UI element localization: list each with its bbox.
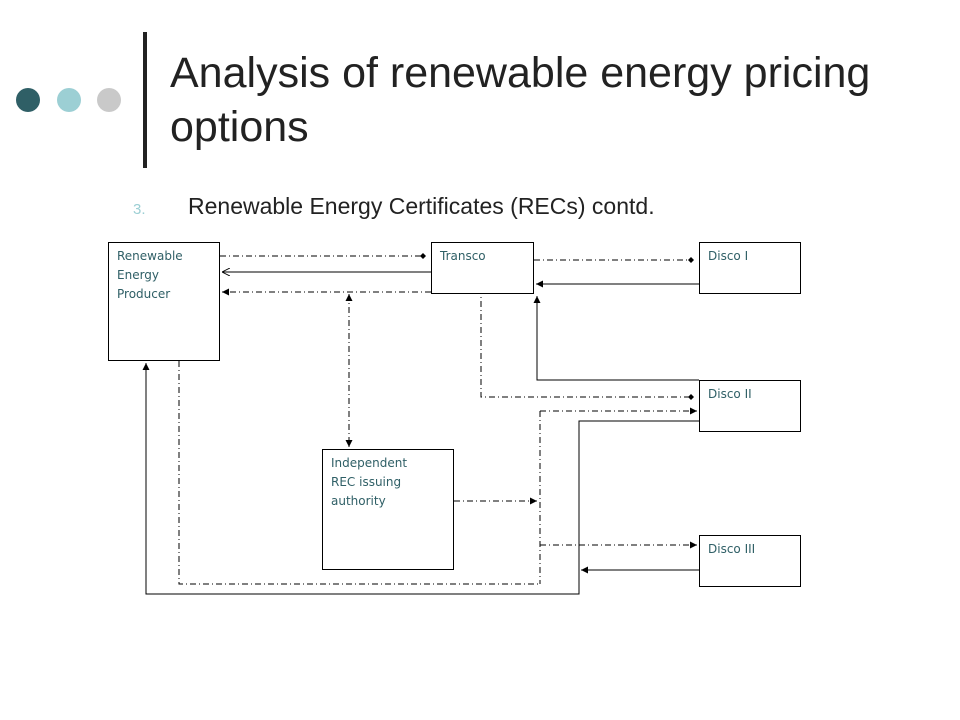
conn-rep-bottom-dashdot — [178, 361, 540, 585]
conn-transco-disco2-cert — [480, 288, 694, 400]
slide-subtitle: Renewable Energy Certificates (RECs) con… — [188, 193, 655, 219]
node-disco-3: Disco III — [699, 535, 801, 587]
node-disco-1: Disco I — [699, 242, 801, 294]
decor-dot-light — [57, 88, 81, 112]
slide-title: Analysis of renewable energy pricing opt… — [170, 49, 871, 151]
node-rec-authority: Independent REC issuing authority — [322, 449, 454, 570]
node-transco: Transco — [431, 242, 534, 294]
title-accent-bar — [143, 32, 147, 168]
bullet-number: 3. — [133, 201, 146, 218]
decor-dot-dark — [16, 88, 40, 112]
node-disco-2: Disco II — [699, 380, 801, 432]
decor-dot-gray — [97, 88, 121, 112]
node-renewable-energy-producer: Renewable Energy Producer — [108, 242, 220, 361]
conn-disco2-transco-payment — [533, 296, 699, 381]
conn-disco2-rep-solid — [142, 363, 699, 595]
